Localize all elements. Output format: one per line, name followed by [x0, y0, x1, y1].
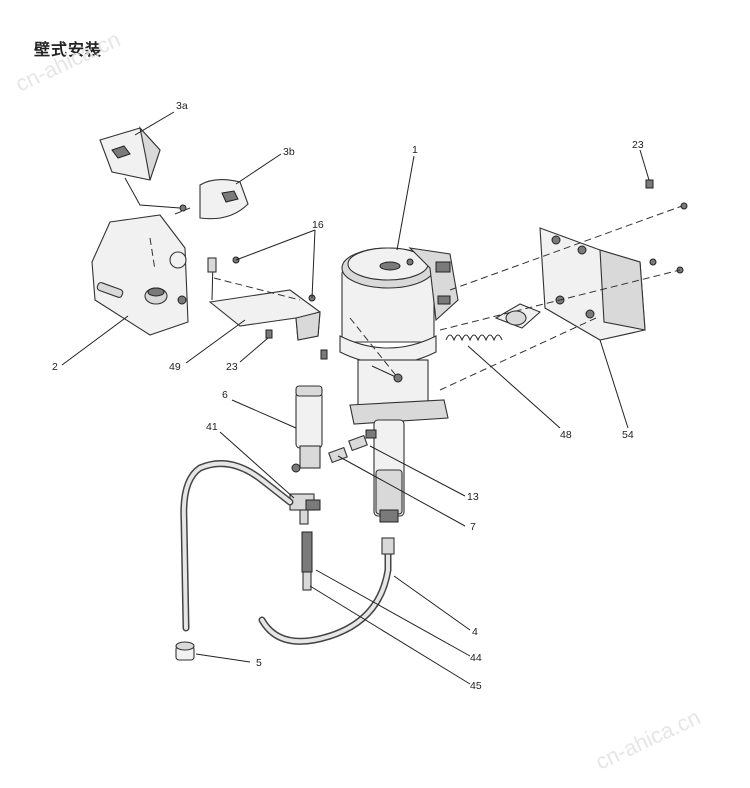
part-41-valve [289, 493, 321, 525]
label-16: 16 [312, 219, 324, 231]
part-49-bracket [207, 257, 321, 341]
label-45: 45 [470, 680, 482, 692]
label-5: 5 [256, 657, 262, 669]
label-1: 1 [412, 144, 418, 156]
label-48: 48 [560, 429, 572, 441]
label-6: 6 [222, 389, 228, 401]
alignment-lines [174, 205, 683, 391]
label-3a: 3a [176, 100, 188, 112]
part-54-wall-bracket [539, 227, 646, 341]
part-48-spring [445, 303, 542, 342]
part-2-mounting-plate [91, 214, 189, 336]
part-labels: 3a 3b 1 23 16 2 49 23 6 41 48 54 13 7 4 … [52, 100, 644, 692]
leader-lines [61, 111, 650, 685]
label-2: 2 [52, 361, 58, 373]
part-3b-cover [199, 179, 249, 220]
hose-assembly [180, 460, 395, 645]
label-41: 41 [206, 421, 218, 433]
label-4: 4 [472, 626, 478, 638]
label-23-top: 23 [632, 139, 644, 151]
part-1-pump [339, 247, 459, 523]
label-3b: 3b [283, 146, 295, 158]
watermark-bottom: cn-ahica.cn [592, 704, 705, 774]
fittings-7-13 [328, 429, 377, 464]
label-7: 7 [470, 521, 476, 533]
part-3a-cover [99, 126, 187, 212]
label-44: 44 [470, 652, 482, 664]
part-5-cap [175, 641, 195, 661]
page-title: 壁式安装 [34, 40, 103, 59]
part-6-filter [291, 385, 323, 473]
watermark-top: cn-ahica.cn [12, 26, 125, 96]
label-13: 13 [467, 491, 479, 503]
label-54: 54 [622, 429, 634, 441]
label-49: 49 [169, 361, 181, 373]
label-23: 23 [226, 361, 238, 373]
